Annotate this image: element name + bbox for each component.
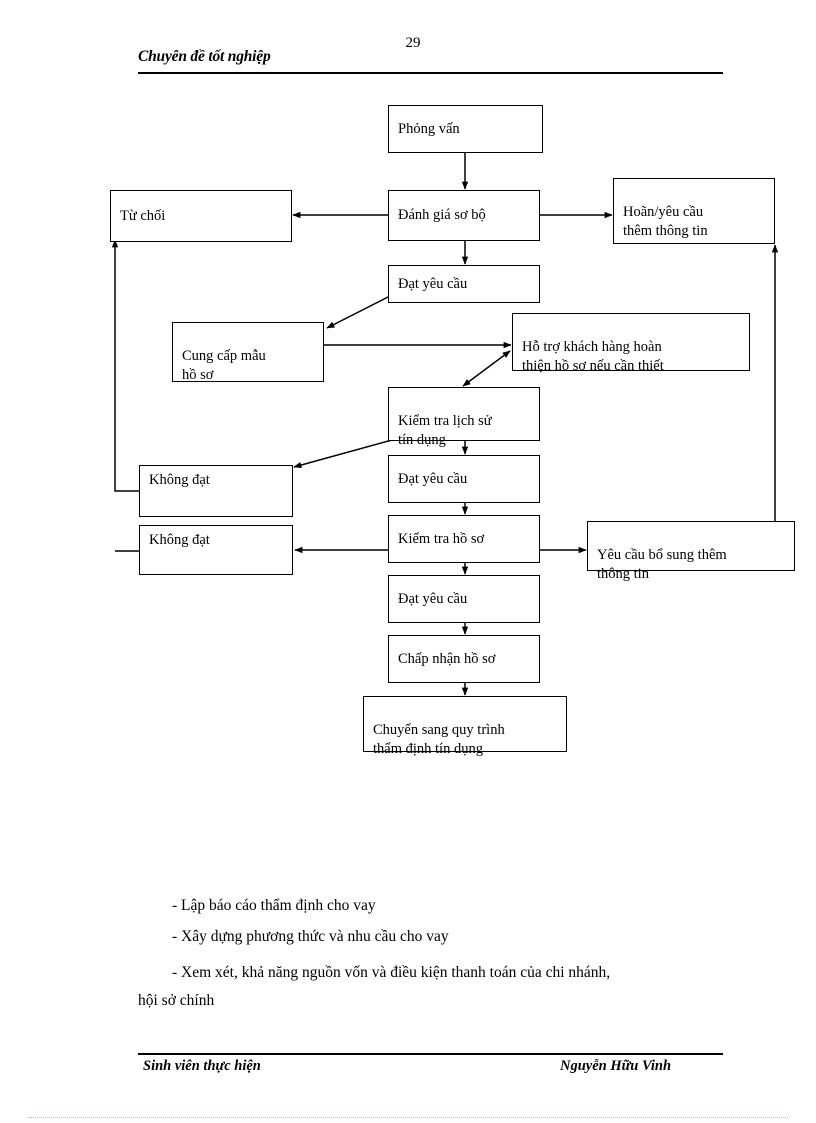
node-label: Không đạt bbox=[149, 532, 210, 548]
node-label: Kiểm tra lịch sử tín dụng bbox=[398, 413, 492, 448]
body-line-1: - Lập báo cáo thẩm định cho vay bbox=[172, 897, 376, 914]
node-dat-yeu-cau-3[interactable]: Đạt yêu cầu bbox=[388, 575, 540, 623]
node-label: Chuyển sang quy trình thẩm định tín dụng bbox=[373, 722, 505, 757]
node-khong-dat-1[interactable]: Không đạt bbox=[139, 465, 293, 517]
node-label: Yêu cầu bổ sung thêm thông tin bbox=[597, 547, 727, 582]
body-line-2: - Xây dựng phương thức và nhu cầu cho va… bbox=[172, 928, 449, 945]
node-label: Kiểm tra hồ sơ bbox=[398, 530, 485, 547]
body-line-4: hội sở chính bbox=[138, 992, 215, 1009]
node-hoan-yeu-cau[interactable]: Hoãn/yêu cầu thêm thông tin bbox=[613, 178, 775, 244]
node-phong-van[interactable]: Phỏng vấn bbox=[388, 105, 543, 153]
node-label: Chấp nhận hồ sơ bbox=[398, 650, 496, 667]
node-khong-dat-2[interactable]: Không đạt bbox=[139, 525, 293, 575]
node-label: Đánh giá sơ bộ bbox=[398, 207, 486, 223]
node-ho-tro-khach-hang[interactable]: Hỗ trợ khách hàng hoàn thiện hồ sơ nếu c… bbox=[512, 313, 750, 374]
node-label: Hỗ trợ khách hàng hoàn thiện hồ sơ nếu c… bbox=[522, 339, 664, 374]
node-dat-yeu-cau-2[interactable]: Đạt yêu cầu bbox=[388, 455, 540, 503]
node-kiem-tra-ho-so[interactable]: Kiểm tra hồ sơ bbox=[388, 515, 540, 563]
node-label: Hoãn/yêu cầu thêm thông tin bbox=[623, 204, 708, 239]
node-label: Phỏng vấn bbox=[398, 120, 460, 137]
node-danh-gia-so-bo[interactable]: Đánh giá sơ bộ bbox=[388, 190, 540, 241]
node-cung-cap-mau-ho-so[interactable]: Cung cấp mẫu hồ sơ bbox=[172, 322, 324, 383]
footer-student-label: Sinh viên thực hiện bbox=[143, 1058, 261, 1074]
node-yeu-cau-bo-sung[interactable]: Yêu cầu bổ sung thêm thông tin bbox=[587, 521, 795, 582]
node-label: Đạt yêu cầu bbox=[398, 275, 468, 292]
node-label: Cung cấp mẫu hồ sơ bbox=[182, 348, 266, 383]
page-number: 29 bbox=[405, 35, 421, 51]
body-line-3: - Xem xét, khả năng nguồn vốn và điều ki… bbox=[172, 964, 611, 981]
page-bottom-dotted-line bbox=[28, 1117, 788, 1118]
node-label: Đạt yêu cầu bbox=[398, 590, 468, 607]
node-label: Từ chối bbox=[120, 207, 166, 224]
node-label: Đạt yêu cầu bbox=[398, 470, 468, 487]
node-kiem-tra-lich-su[interactable]: Kiểm tra lịch sử tín dụng bbox=[388, 387, 540, 448]
header-title: Chuyên đề tốt nghiệp bbox=[138, 48, 271, 65]
node-chap-nhan-ho-so[interactable]: Chấp nhận hồ sơ bbox=[388, 635, 540, 683]
node-label: Không đạt bbox=[149, 472, 210, 488]
header-divider bbox=[138, 72, 723, 74]
footer-student-name: Nguyễn Hữu Vinh bbox=[560, 1058, 672, 1074]
node-chuyen-sang-quy-trinh[interactable]: Chuyển sang quy trình thẩm định tín dụng bbox=[363, 696, 567, 757]
node-tu-choi[interactable]: Từ chối bbox=[110, 190, 292, 242]
node-dat-yeu-cau-1[interactable]: Đạt yêu cầu bbox=[388, 265, 540, 303]
footer-divider bbox=[138, 1053, 723, 1055]
